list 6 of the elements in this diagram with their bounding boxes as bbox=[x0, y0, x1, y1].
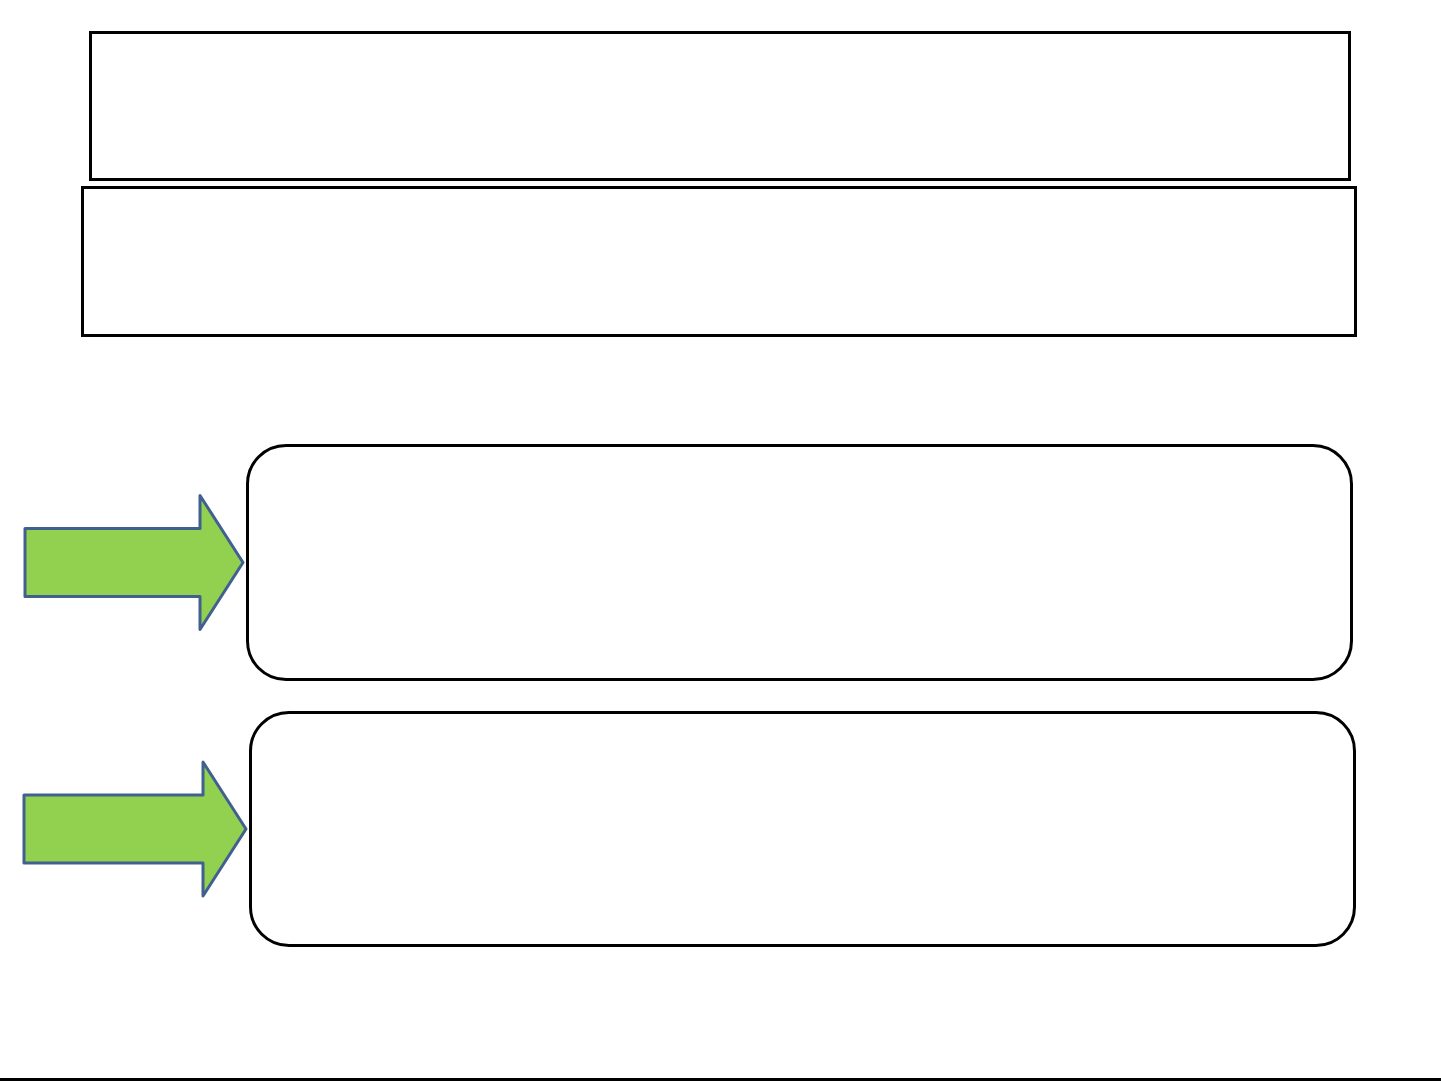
block-arrow bbox=[23, 494, 245, 631]
empty-box bbox=[89, 31, 1351, 181]
block-arrow bbox=[22, 760, 248, 898]
empty-box bbox=[81, 186, 1357, 337]
rounded-empty-box bbox=[246, 444, 1353, 681]
rounded-empty-box bbox=[249, 711, 1356, 947]
